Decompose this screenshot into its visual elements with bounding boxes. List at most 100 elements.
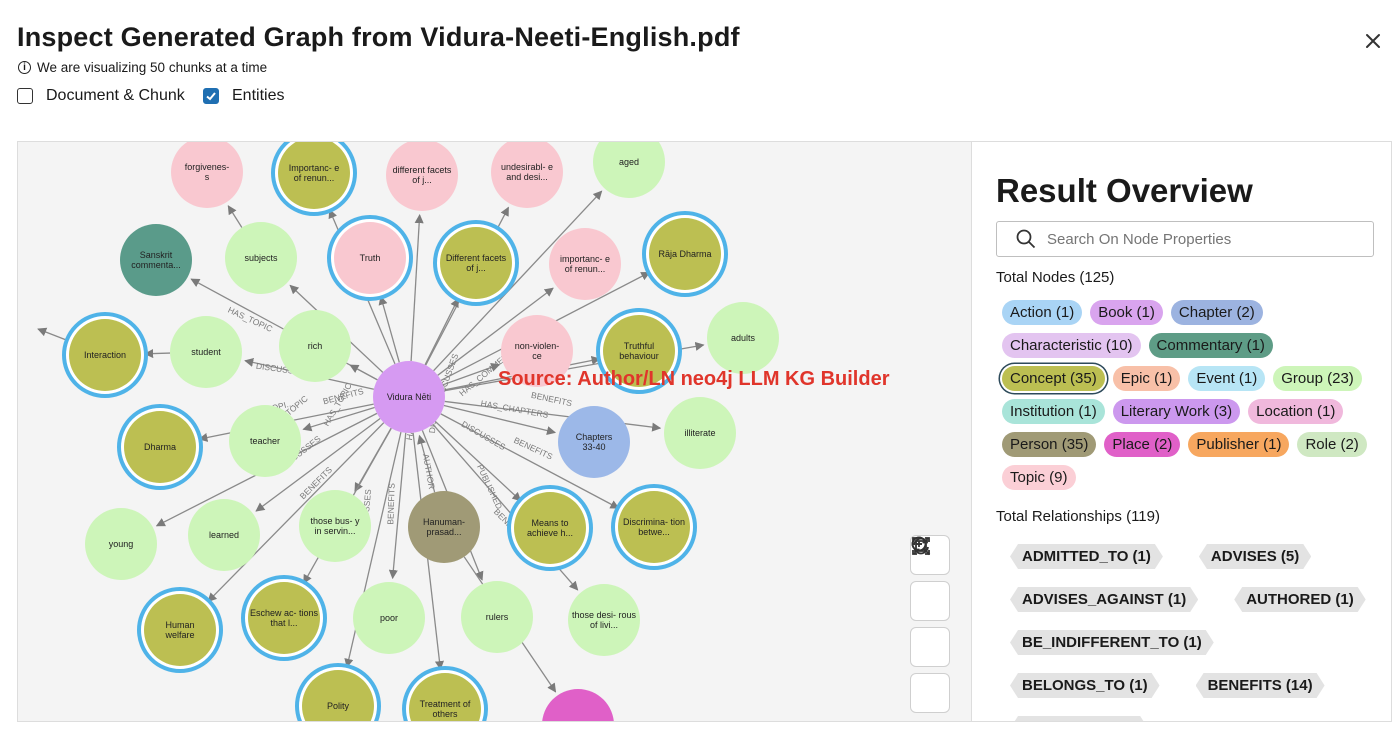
graph-edge[interactable]	[349, 364, 378, 381]
relationship-type-chip[interactable]: BELONGS_TO (1)	[1010, 673, 1160, 698]
search-icon	[1016, 229, 1036, 249]
relationship-type-chip[interactable]: CALLED_ON (1)	[1010, 716, 1148, 722]
graph-node-adults[interactable]: adults	[707, 302, 779, 374]
node-type-chip[interactable]: Book (1)	[1090, 300, 1163, 325]
graph-node-discrimination[interactable]: Discrimina- tionbetwe...	[611, 484, 697, 570]
graph-node-nonviolence[interactable]: non-violen-ce	[501, 315, 573, 387]
graph-edge[interactable]	[434, 421, 522, 502]
graph-node-learned[interactable]: learned	[188, 499, 260, 571]
node-type-chip[interactable]: Group (23)	[1273, 366, 1362, 391]
graph-node-magenta[interactable]	[542, 689, 614, 722]
graph-edge[interactable]	[144, 349, 171, 359]
graph-node-hanuman[interactable]: Hanuman-prasad...	[408, 491, 480, 563]
svg-text:Sanskrit: Sanskrit	[140, 250, 173, 260]
relationship-type-chip[interactable]: BENEFITS (14)	[1196, 673, 1325, 698]
graph-node-rich[interactable]: rich	[279, 310, 351, 382]
graph-node-aged[interactable]: aged	[593, 142, 665, 198]
search-input[interactable]	[1045, 229, 1369, 249]
graph-node-importance1[interactable]: Importanc- eof renun...	[271, 142, 357, 216]
graph-edge[interactable]	[442, 363, 501, 386]
svg-text:of j...: of j...	[466, 263, 486, 273]
graph-node-teacher[interactable]: teacher	[229, 405, 301, 477]
graph-edge[interactable]	[437, 287, 554, 376]
graph-node-truth[interactable]: Truth	[327, 215, 413, 301]
filter-entities[interactable]: Entities	[203, 87, 284, 105]
graph-node-forgiveness[interactable]: forgivenes-s	[171, 142, 243, 208]
node-search-field[interactable]	[996, 221, 1374, 257]
graph-edge[interactable]	[444, 400, 662, 432]
graph-edge[interactable]	[424, 297, 459, 366]
node-type-chip[interactable]: Characteristic (10)	[1002, 333, 1141, 358]
zoom-out-button[interactable]	[910, 536, 950, 667]
node-type-chip[interactable]: Person (35)	[1002, 432, 1097, 457]
graph-node-thosebusy[interactable]: those bus- yin servin...	[299, 490, 371, 562]
node-type-chip[interactable]: Publisher (1)	[1188, 432, 1290, 457]
result-overview-panel: Result Overview Total Nodes (125) Action…	[972, 141, 1392, 722]
filter-document-chunk[interactable]: Document & Chunk	[17, 87, 185, 105]
node-type-chip[interactable]: Event (1)	[1188, 366, 1266, 391]
svg-text:illiterate: illiterate	[684, 428, 715, 438]
relationship-type-chip[interactable]: ADVISES_AGAINST (1)	[1010, 587, 1198, 612]
graph-node-illiterate[interactable]: illiterate	[664, 397, 736, 469]
relationship-type-chip[interactable]: ADMITTED_TO (1)	[1010, 544, 1163, 569]
node-type-chip[interactable]: Concept (35)	[1002, 366, 1105, 391]
node-type-chip[interactable]: Institution (1)	[1002, 399, 1105, 424]
graph-edge[interactable]	[227, 205, 243, 228]
svg-text:those bus- y: those bus- y	[310, 516, 360, 526]
node-type-chip[interactable]: Commentary (1)	[1148, 333, 1273, 358]
document-chunk-checkbox[interactable]	[17, 88, 33, 104]
node-type-chip[interactable]: Epic (1)	[1112, 366, 1181, 391]
fit-screen-button[interactable]	[910, 537, 950, 713]
graph-node-young[interactable]: young	[85, 508, 157, 580]
graph-node-poor[interactable]: poor	[353, 582, 425, 654]
node-type-chip[interactable]: Location (1)	[1248, 399, 1344, 424]
graph-edge[interactable]	[440, 413, 620, 509]
graph-edge[interactable]	[378, 295, 400, 363]
graph-node-raja[interactable]: Rāja Dharma	[642, 211, 728, 297]
graph-canvas[interactable]: HAS_TOPICHAS_TOPICHAS_TOPICDISCUSSESDISC…	[17, 141, 972, 722]
graph-node-rulers[interactable]: rulers	[461, 581, 533, 653]
node-type-chip[interactable]: Place (2)	[1104, 432, 1181, 457]
graph-node-student[interactable]: student	[170, 316, 242, 388]
relationship-type-chip[interactable]: ADVISES (5)	[1199, 544, 1311, 569]
graph-edge[interactable]	[433, 190, 603, 372]
graph-edge[interactable]	[443, 404, 557, 436]
graph-node-subjects[interactable]: subjects	[225, 222, 297, 294]
node-type-chip[interactable]: Action (1)	[1002, 300, 1083, 325]
graph-node-interaction[interactable]: Interaction	[62, 312, 148, 398]
graph-edge[interactable]	[410, 214, 424, 362]
graph-edge[interactable]	[207, 422, 385, 603]
relationship-type-chip[interactable]: AUTHORED (1)	[1234, 587, 1366, 612]
graph-node-dharma[interactable]: Dharma	[117, 404, 203, 490]
relationship-type-chip[interactable]: BE_INDIFFERENT_TO (1)	[1010, 630, 1214, 655]
node-type-chip[interactable]: Role (2)	[1297, 432, 1367, 457]
zoom-in-button[interactable]	[910, 536, 950, 621]
close-icon[interactable]	[1362, 30, 1384, 52]
graph-edge[interactable]	[302, 406, 375, 432]
graph-svg[interactable]: HAS_TOPICHAS_TOPICHAS_TOPICDISCUSSESDISC…	[18, 142, 972, 722]
graph-node-polity[interactable]: Polity	[295, 663, 381, 722]
graph-edge[interactable]	[417, 434, 436, 493]
graph-node-importance2[interactable]: importanc- eof renun...	[549, 228, 621, 300]
svg-text:forgivenes-: forgivenes-	[185, 162, 230, 172]
graph-node-sanskrit[interactable]: Sanskritcommenta...	[120, 224, 192, 296]
node-type-chip[interactable]: Chapter (2)	[1170, 300, 1263, 325]
entities-checkbox[interactable]	[203, 88, 219, 104]
node-type-chip[interactable]: Literary Work (3)	[1112, 399, 1241, 424]
graph-edge[interactable]	[255, 418, 381, 512]
graph-node-vidura[interactable]: Vidura Nēti	[373, 361, 445, 433]
graph-edge[interactable]	[388, 432, 407, 580]
svg-text:Means to: Means to	[531, 518, 568, 528]
svg-text:adults: adults	[731, 333, 756, 343]
node-type-chip[interactable]: Topic (9)	[1002, 465, 1076, 490]
